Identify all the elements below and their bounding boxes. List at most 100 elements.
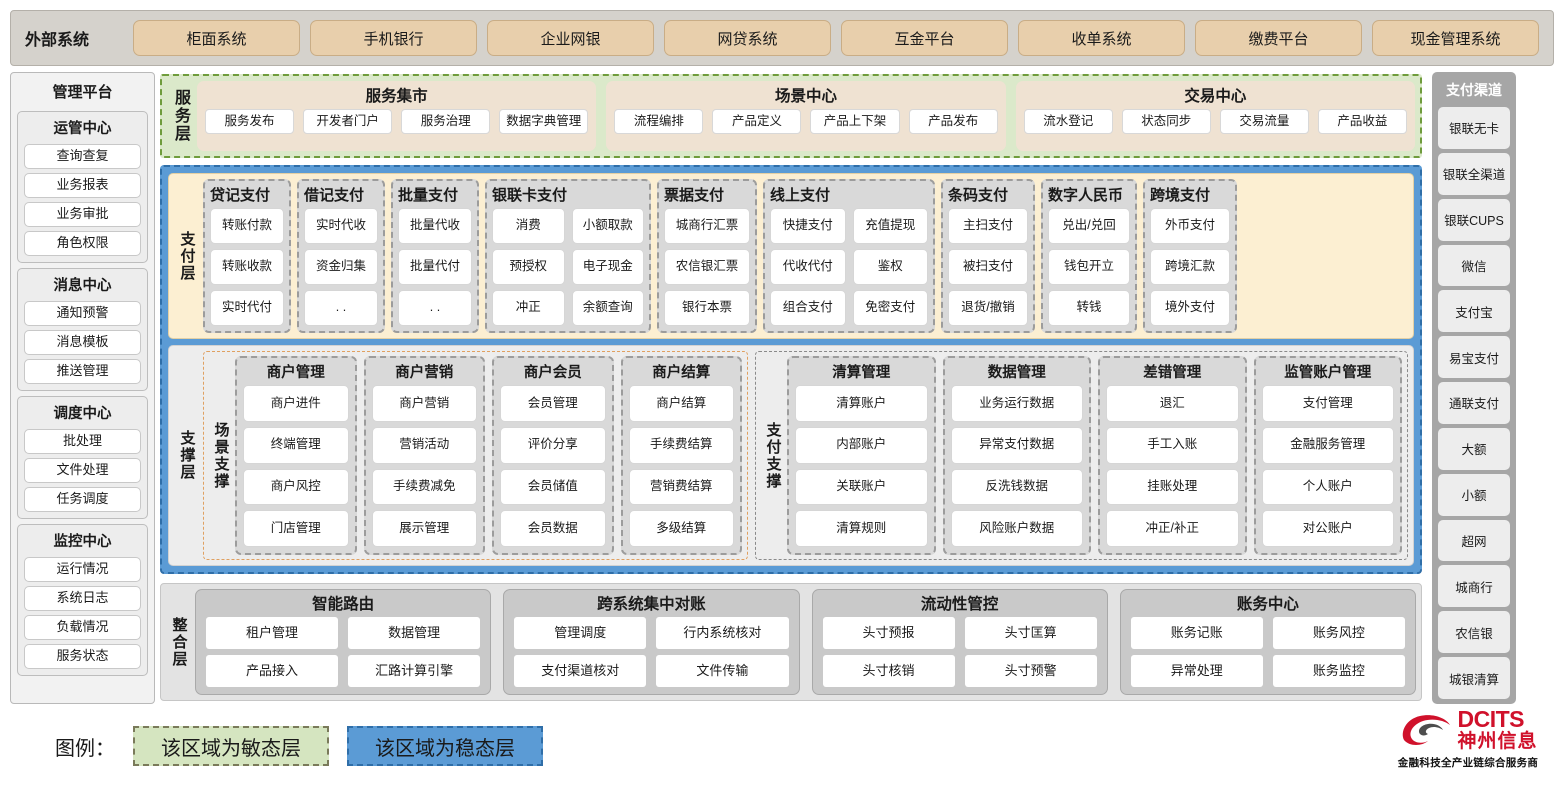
support-item[interactable]: 商户进件 xyxy=(243,385,349,422)
payment-item[interactable]: 消费 xyxy=(492,208,565,244)
integration-item[interactable]: 产品接入 xyxy=(206,655,339,687)
payment-channel-item[interactable]: 超网 xyxy=(1438,519,1510,562)
service-item[interactable]: 状态同步 xyxy=(1121,109,1211,134)
support-item[interactable]: 商户风控 xyxy=(243,468,349,506)
payment-item[interactable]: 批量代付 xyxy=(398,249,472,285)
payment-item[interactable]: . . xyxy=(304,290,378,326)
integration-item[interactable]: 异常处理 xyxy=(1130,655,1263,687)
service-item[interactable]: 流程编排 xyxy=(614,109,704,134)
payment-item[interactable]: 兑出/兑回 xyxy=(1048,208,1130,244)
support-item[interactable]: 手续费减免 xyxy=(371,468,477,506)
payment-channel-item[interactable]: 支付宝 xyxy=(1438,290,1510,333)
support-item[interactable]: 风险账户数据 xyxy=(950,510,1083,547)
support-item[interactable]: 终端管理 xyxy=(243,426,349,464)
integration-item[interactable]: 行内系统核对 xyxy=(656,617,789,649)
integration-item[interactable]: 账务监控 xyxy=(1272,655,1405,687)
service-item[interactable]: 流水登记 xyxy=(1023,109,1113,134)
support-item[interactable]: 会员管理 xyxy=(500,385,606,422)
payment-item[interactable]: 余额查询 xyxy=(571,290,644,326)
payment-item[interactable]: 小额取款 xyxy=(571,208,644,244)
payment-channel-item[interactable]: 大额 xyxy=(1438,427,1510,470)
support-item[interactable]: 手工入账 xyxy=(1106,426,1239,464)
payment-item[interactable]: 被扫支付 xyxy=(948,249,1028,285)
integration-item[interactable]: 数据管理 xyxy=(348,617,481,649)
management-item[interactable]: 消息模板 xyxy=(24,330,141,355)
management-item[interactable]: 负载情况 xyxy=(24,615,141,640)
payment-item[interactable]: 充值提现 xyxy=(852,208,928,244)
payment-item[interactable]: 预授权 xyxy=(492,249,565,285)
payment-item[interactable]: 批量代收 xyxy=(398,208,472,244)
management-item[interactable]: 业务报表 xyxy=(24,173,141,198)
management-item[interactable]: 运行情况 xyxy=(24,557,141,582)
external-system-chip[interactable]: 收单系统 xyxy=(1018,20,1185,56)
service-item[interactable]: 服务治理 xyxy=(401,109,491,134)
service-item[interactable]: 产品收益 xyxy=(1317,109,1407,134)
support-item[interactable]: 个人账户 xyxy=(1261,468,1394,506)
payment-item[interactable]: 钱包开立 xyxy=(1048,249,1130,285)
integration-item[interactable]: 头寸匡算 xyxy=(964,617,1097,649)
external-system-chip[interactable]: 现金管理系统 xyxy=(1372,20,1539,56)
management-item[interactable]: 系统日志 xyxy=(24,586,141,611)
payment-item[interactable]: 实时代收 xyxy=(304,208,378,244)
support-item[interactable]: 关联账户 xyxy=(795,468,928,506)
support-item[interactable]: 对公账户 xyxy=(1261,510,1394,547)
external-system-chip[interactable]: 手机银行 xyxy=(310,20,477,56)
support-item[interactable]: 挂账处理 xyxy=(1106,468,1239,506)
payment-item[interactable]: 主扫支付 xyxy=(948,208,1028,244)
payment-item[interactable]: 农信银汇票 xyxy=(664,249,750,285)
external-system-chip[interactable]: 柜面系统 xyxy=(133,20,300,56)
payment-channel-item[interactable]: 农信银 xyxy=(1438,611,1510,654)
support-item[interactable]: 反洗钱数据 xyxy=(950,468,1083,506)
integration-item[interactable]: 头寸预警 xyxy=(964,655,1097,687)
payment-channel-item[interactable]: 微信 xyxy=(1438,244,1510,287)
payment-channel-item[interactable]: 小额 xyxy=(1438,473,1510,516)
payment-channel-item[interactable]: 通联支付 xyxy=(1438,382,1510,424)
service-item[interactable]: 产品上下架 xyxy=(810,109,900,134)
payment-channel-item[interactable]: 银联无卡 xyxy=(1438,107,1510,149)
external-system-chip[interactable]: 缴费平台 xyxy=(1195,20,1362,56)
support-item[interactable]: 异常支付数据 xyxy=(950,426,1083,464)
support-item[interactable]: 多级结算 xyxy=(628,510,734,547)
service-item[interactable]: 产品发布 xyxy=(908,109,998,134)
payment-item[interactable]: 外币支付 xyxy=(1150,208,1230,244)
external-system-chip[interactable]: 互金平台 xyxy=(841,20,1008,56)
support-item[interactable]: 商户营销 xyxy=(371,385,477,422)
support-item[interactable]: 金融服务管理 xyxy=(1261,426,1394,464)
payment-item[interactable]: 退货/撤销 xyxy=(948,290,1028,326)
payment-item[interactable]: 快捷支付 xyxy=(770,208,846,244)
payment-item[interactable]: 境外支付 xyxy=(1150,290,1230,326)
support-item[interactable]: 冲正/补正 xyxy=(1106,510,1239,547)
support-item[interactable]: 支付管理 xyxy=(1261,385,1394,422)
management-item[interactable]: 批处理 xyxy=(24,429,141,454)
payment-item[interactable]: 组合支付 xyxy=(770,290,846,326)
payment-item[interactable]: . . xyxy=(398,290,472,326)
service-item[interactable]: 交易流量 xyxy=(1219,109,1309,134)
service-item[interactable]: 数据字典管理 xyxy=(499,109,589,134)
support-item[interactable]: 营销活动 xyxy=(371,426,477,464)
integration-item[interactable]: 账务风控 xyxy=(1272,617,1405,649)
payment-item[interactable]: 城商行汇票 xyxy=(664,208,750,244)
integration-item[interactable]: 头寸核销 xyxy=(822,655,955,687)
management-item[interactable]: 服务状态 xyxy=(24,644,141,669)
service-item[interactable]: 开发者门户 xyxy=(303,109,393,134)
support-item[interactable]: 营销费结算 xyxy=(628,468,734,506)
integration-item[interactable]: 账务记账 xyxy=(1130,617,1263,649)
payment-channel-item[interactable]: 银联全渠道 xyxy=(1438,152,1510,195)
support-item[interactable]: 清算规则 xyxy=(795,510,928,547)
integration-item[interactable]: 文件传输 xyxy=(656,655,789,687)
payment-item[interactable]: 代收代付 xyxy=(770,249,846,285)
support-item[interactable]: 评价分享 xyxy=(500,426,606,464)
support-item[interactable]: 退汇 xyxy=(1106,385,1239,422)
payment-item[interactable]: 实时代付 xyxy=(210,290,284,326)
payment-channel-item[interactable]: 银联CUPS xyxy=(1438,198,1510,241)
support-item[interactable]: 手续费结算 xyxy=(628,426,734,464)
support-item[interactable]: 业务运行数据 xyxy=(950,385,1083,422)
payment-item[interactable]: 银行本票 xyxy=(664,290,750,326)
support-item[interactable]: 商户结算 xyxy=(628,385,734,422)
payment-item[interactable]: 电子现金 xyxy=(571,249,644,285)
payment-channel-item[interactable]: 城商行 xyxy=(1438,565,1510,608)
integration-item[interactable]: 头寸预报 xyxy=(822,617,955,649)
support-item[interactable]: 会员储值 xyxy=(500,468,606,506)
support-item[interactable]: 门店管理 xyxy=(243,510,349,547)
service-item[interactable]: 产品定义 xyxy=(712,109,802,134)
